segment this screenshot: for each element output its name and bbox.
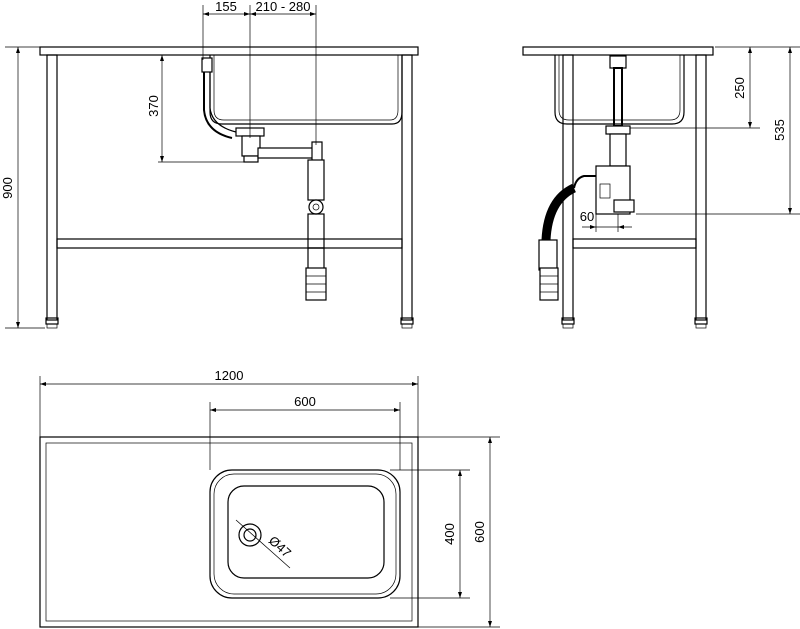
dim-bowl-width: 600 — [294, 394, 316, 409]
front-foot-right — [400, 317, 414, 325]
front-trap-pipe — [307, 159, 325, 201]
dim-outlet-height: 535 — [772, 119, 787, 141]
side-elbow — [573, 175, 596, 189]
front-overflow-fitting — [201, 57, 213, 73]
top-sink-bowl-inner — [227, 485, 385, 579]
dim-drain-range: 210 - 280 — [256, 0, 311, 14]
front-foot-pad-left — [46, 323, 58, 329]
top-worktop-edge — [45, 442, 413, 622]
top-drain — [238, 523, 262, 547]
front-leg-right — [401, 54, 413, 321]
front-drain-body — [241, 135, 261, 157]
dim-drain-offset: 155 — [215, 0, 237, 14]
front-shelf-rail — [56, 238, 403, 249]
front-sink-bowl — [209, 55, 403, 125]
side-drain-body — [609, 133, 627, 167]
side-shelf-rail — [572, 238, 697, 249]
front-outlet-hose — [307, 247, 325, 271]
front-leg-left — [46, 54, 58, 321]
side-worktop — [522, 46, 714, 56]
side-overflow-hose — [613, 67, 623, 127]
top-view: Ø47 1200 600 400 600 — [39, 368, 500, 628]
dim-drain-height: 370 — [146, 95, 161, 117]
dim-siphon-offset: 60 — [580, 209, 594, 224]
dim-total-height: 900 — [0, 177, 15, 199]
side-overflow-fitting — [609, 55, 627, 69]
side-leg-right — [695, 54, 707, 321]
front-foot-pad-right — [401, 323, 413, 329]
top-sink-bowl-outer — [209, 469, 401, 599]
dim-total-depth: 600 — [472, 521, 487, 543]
top-drain-leader — [235, 519, 291, 569]
top-worktop-outer — [39, 436, 419, 628]
side-view: 250 535 60 — [522, 46, 800, 329]
front-view: 155 210 - 280 370 900 — [0, 0, 419, 329]
front-sink-bowl-inner — [213, 55, 399, 121]
front-worktop — [39, 46, 419, 56]
dim-bowl-depth-side: 250 — [732, 77, 747, 99]
dim-bowl-depth-top: 400 — [442, 523, 457, 545]
front-foot-left — [45, 317, 59, 325]
side-sink-bowl — [554, 55, 685, 125]
front-overflow-hose — [203, 62, 233, 139]
dim-total-width: 1200 — [215, 368, 244, 383]
front-trap-nut — [308, 199, 324, 215]
front-horizontal-pipe — [257, 147, 317, 159]
side-outlet-hose — [541, 183, 577, 241]
